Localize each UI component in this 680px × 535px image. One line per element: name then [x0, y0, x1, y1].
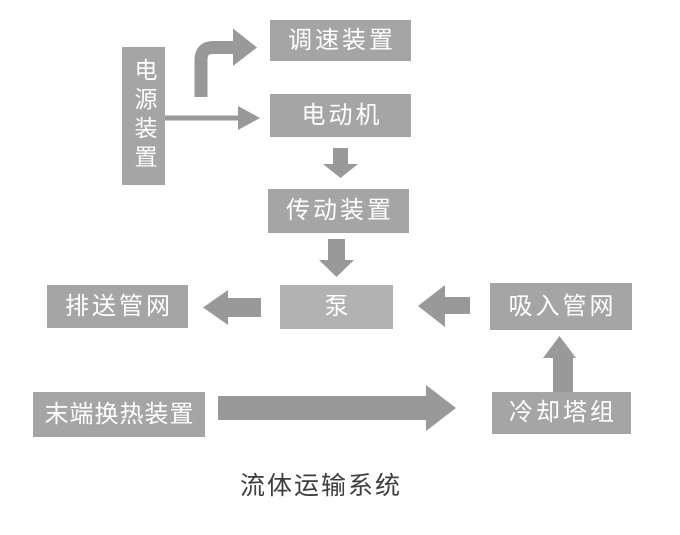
- arrow-motor-to-transmission: [323, 148, 358, 178]
- node-terminal-heat-exchanger: 末端换热装置: [33, 392, 205, 437]
- arrow-terminal-to-cooling: [218, 385, 456, 431]
- arrow-power-to-motor: [164, 106, 260, 130]
- node-cooling-tower-group: 冷却塔组: [492, 392, 631, 434]
- arrow-power-to-speed: [194, 28, 257, 97]
- node-discharge-pipe-network: 排送管网: [47, 285, 188, 328]
- arrow-suction-to-pump: [418, 285, 470, 327]
- node-suction-pipe-network: 吸入管网: [490, 283, 632, 330]
- node-electric-motor: 电动机: [270, 94, 411, 137]
- node-power-supply: 电源装置: [122, 47, 165, 185]
- node-transmission-device: 传动装置: [268, 189, 409, 233]
- node-speed-control: 调速装置: [270, 20, 411, 61]
- diagram-title: 流体运输系统: [239, 473, 402, 500]
- node-pump: 泵: [280, 285, 393, 329]
- arrow-transmission-to-pump: [319, 239, 354, 277]
- arrow-pump-to-discharge: [203, 290, 261, 325]
- arrow-cooling-to-suction: [543, 336, 576, 392]
